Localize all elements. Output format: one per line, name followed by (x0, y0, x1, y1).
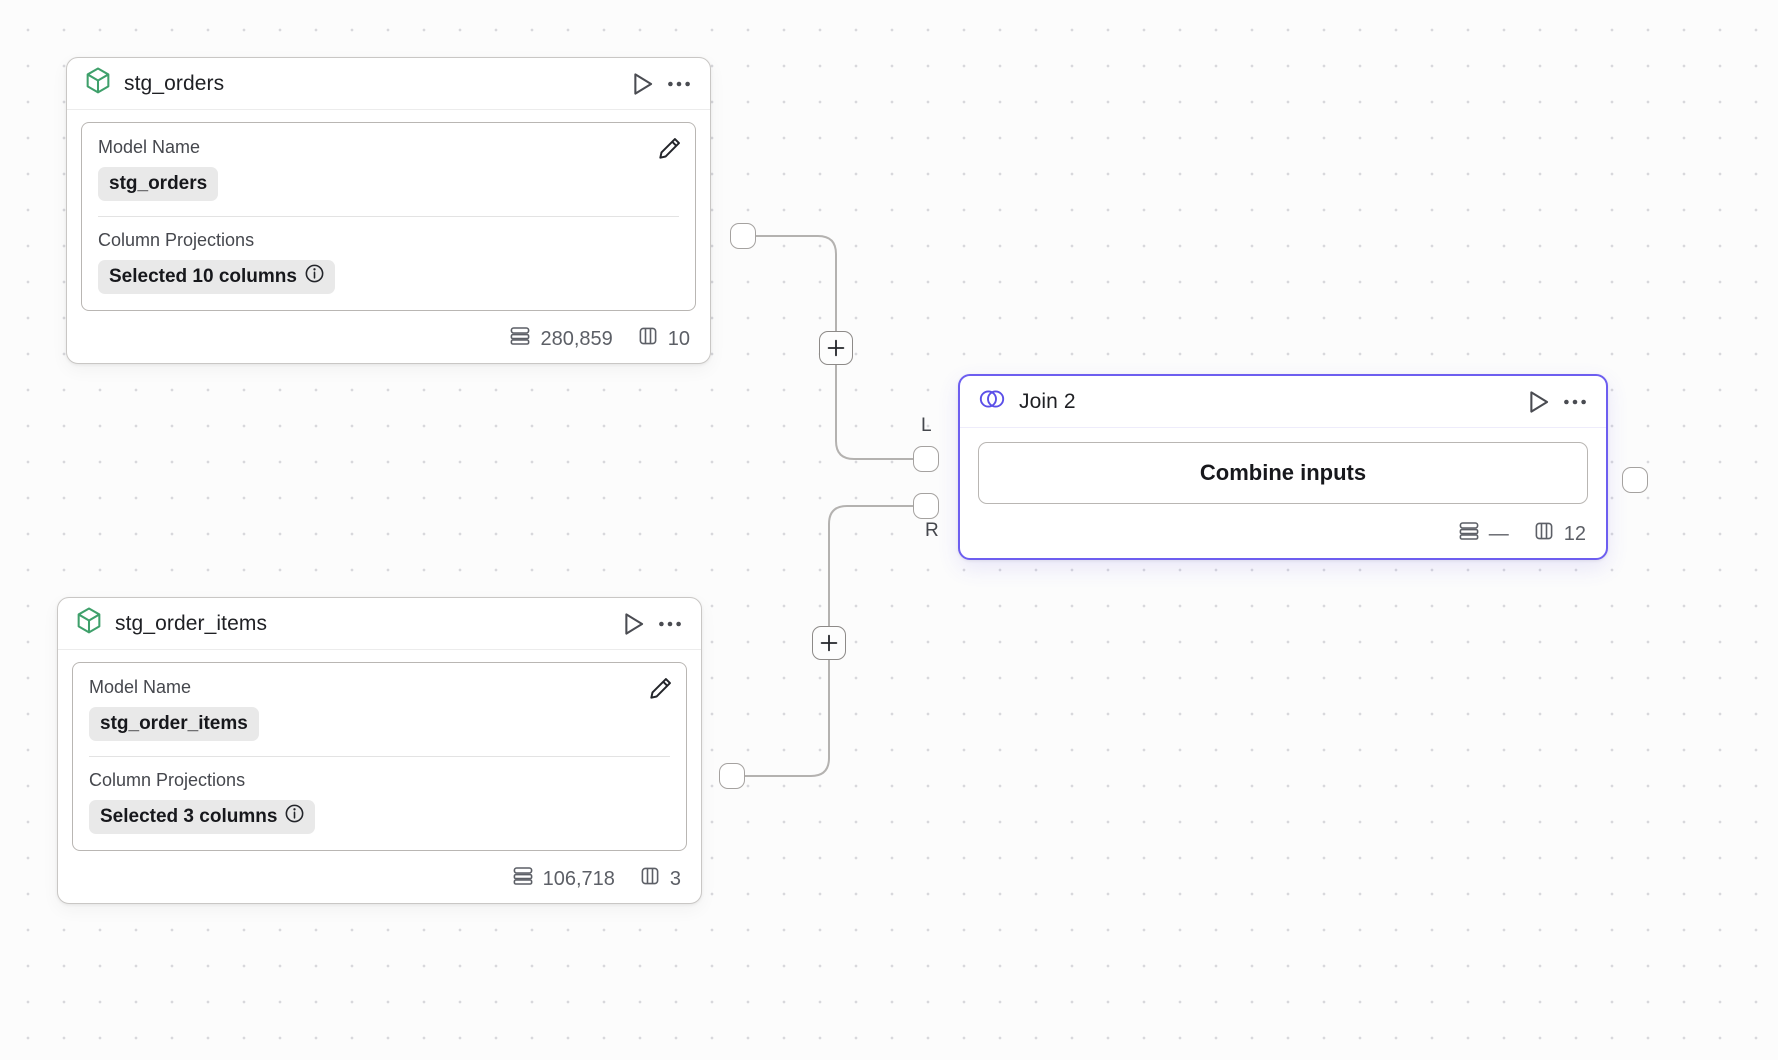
plus-icon (827, 339, 845, 357)
output-port-stg-orders[interactable] (730, 223, 756, 249)
column-projections-chip[interactable]: Selected 10 columns (98, 259, 335, 295)
field-label-model-name: Model Name (98, 137, 201, 157)
edit-icon[interactable] (646, 674, 674, 702)
model-config-panel[interactable]: Model Name stg_orders Column Projections… (81, 122, 696, 312)
run-icon[interactable] (1524, 387, 1554, 417)
node-footer: 106,718 3 (58, 855, 701, 903)
add-node-on-edge-upper[interactable] (819, 331, 853, 365)
columns-icon (1533, 520, 1555, 548)
input-port-label-right: R (925, 520, 939, 541)
node-join-2[interactable]: Join 2 Combine inputs (958, 374, 1608, 560)
more-icon[interactable] (1560, 387, 1590, 417)
node-stg-order-items[interactable]: stg_order_items (57, 597, 702, 905)
divider (98, 215, 679, 217)
column-projections-value: Selected 10 columns (109, 266, 297, 288)
column-count-value: 3 (669, 867, 681, 890)
input-port-right-join[interactable] (913, 493, 939, 519)
columns-icon (639, 865, 661, 893)
node-body: Model Name stg_orders Column Projections… (67, 110, 710, 315)
model-name-chip[interactable]: stg_orders (98, 167, 219, 201)
field-label-column-projections: Column Projections (98, 229, 255, 250)
cube-icon (76, 607, 102, 640)
field-label-column-projections: Column Projections (89, 769, 246, 790)
run-icon[interactable] (628, 69, 658, 99)
field-label-model-name: Model Name (89, 677, 192, 697)
node-header: stg_order_items (58, 598, 701, 650)
combine-inputs-button[interactable]: Combine inputs (978, 442, 1588, 504)
run-icon[interactable] (619, 609, 649, 639)
row-count-stat: — (1458, 520, 1509, 548)
venn-icon (978, 387, 1006, 416)
model-config-panel[interactable]: Model Name stg_order_items Column Projec… (72, 662, 687, 852)
rows-icon (509, 325, 531, 353)
info-icon[interactable] (305, 264, 324, 291)
row-count-value: 280,859 (540, 327, 613, 350)
node-footer: 280,859 10 (67, 315, 710, 363)
column-count-stat: 3 (639, 865, 681, 893)
more-icon[interactable] (664, 69, 694, 99)
node-title: stg_orders (124, 71, 225, 95)
column-projections-value: Selected 3 columns (100, 806, 278, 828)
column-projections-chip[interactable]: Selected 3 columns (89, 799, 316, 835)
node-stg-orders[interactable]: stg_orders (66, 57, 711, 365)
output-port-join-2[interactable] (1622, 467, 1648, 493)
node-footer: — 12 (960, 510, 1606, 558)
output-port-stg-order-items[interactable] (719, 763, 745, 789)
rows-icon (512, 865, 534, 893)
row-count-value: 106,718 (542, 867, 615, 890)
column-count-stat: 10 (637, 325, 690, 353)
plus-icon (820, 634, 838, 652)
input-port-label-left: L (921, 415, 932, 436)
input-port-left-join[interactable] (913, 446, 939, 472)
row-count-stat: 106,718 (512, 865, 615, 893)
node-body: Combine inputs (960, 428, 1606, 510)
model-name-value: stg_order_items (100, 713, 248, 734)
column-count-value: 10 (667, 327, 690, 350)
model-name-value: stg_orders (109, 173, 208, 194)
column-count-value: 12 (1563, 522, 1586, 545)
rows-icon (1458, 520, 1480, 548)
edit-icon[interactable] (655, 134, 683, 162)
node-body: Model Name stg_order_items Column Projec… (58, 650, 701, 855)
row-count-stat: 280,859 (509, 325, 613, 353)
columns-icon (637, 325, 659, 353)
column-count-stat: 12 (1533, 520, 1586, 548)
divider (89, 755, 670, 757)
node-header: Join 2 (960, 376, 1606, 428)
model-name-chip[interactable]: stg_order_items (89, 707, 259, 741)
node-title: Join 2 (1019, 389, 1076, 413)
node-header: stg_orders (67, 58, 710, 110)
info-icon[interactable] (285, 804, 304, 831)
cube-icon (85, 67, 111, 100)
node-title: stg_order_items (115, 611, 268, 635)
more-icon[interactable] (655, 609, 685, 639)
add-node-on-edge-lower[interactable] (812, 626, 846, 660)
row-count-value: — (1488, 522, 1509, 545)
